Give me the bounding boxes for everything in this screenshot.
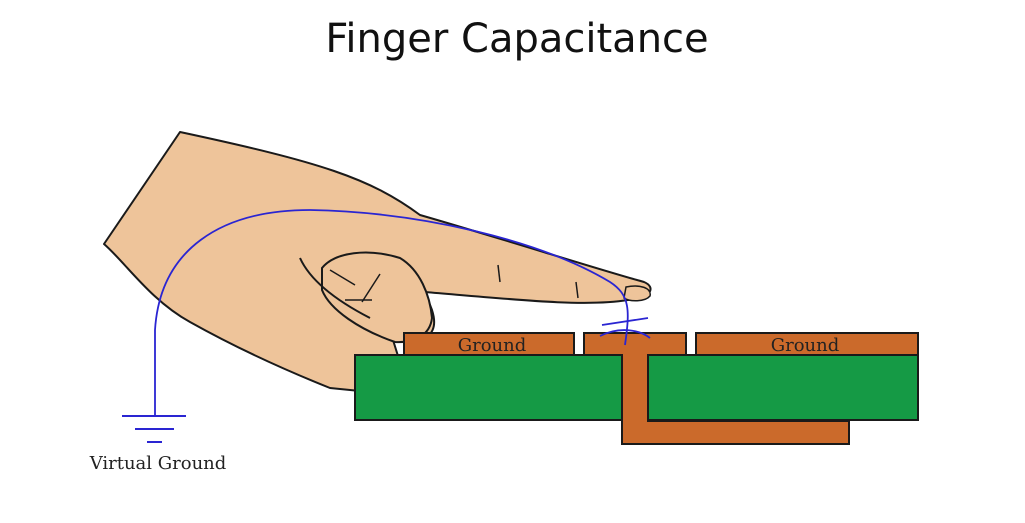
knuckle-line-1 (329, 269, 356, 286)
pcb-substrate-right (647, 354, 919, 421)
ground-pad-left (403, 332, 575, 356)
diagram-title: Finger Capacitance (325, 16, 708, 62)
ground-label-left: Ground (458, 335, 527, 356)
ground-label-right: Ground (771, 335, 840, 356)
hand (103, 131, 652, 394)
finger-crease-2 (575, 281, 579, 299)
knuckle-line-3 (361, 273, 381, 303)
fingernail (623, 285, 651, 302)
field-line-path (154, 209, 629, 416)
capacitor-plate-upper (601, 317, 649, 326)
folded-fingers (321, 251, 434, 344)
ground-pad-right (695, 332, 919, 356)
capacitor-plate-lower (599, 329, 651, 339)
ground-symbol (122, 415, 186, 443)
pcb (354, 332, 919, 445)
pcb-substrate-left (354, 354, 625, 421)
virtual-ground-label: Virtual Ground (89, 453, 227, 474)
sensor-pad-and-trace (583, 332, 850, 445)
thumb-outline (299, 257, 371, 319)
field-line (154, 209, 651, 416)
finger-crease-1 (497, 264, 501, 283)
